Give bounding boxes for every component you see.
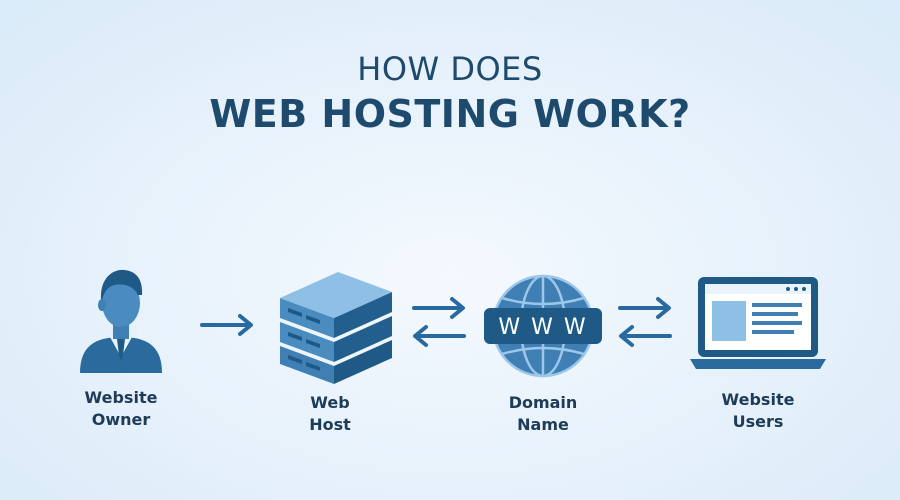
arrow-right-icon xyxy=(200,314,253,336)
globe-www-icon: W W W xyxy=(484,274,602,378)
title-line-2: WEB HOSTING WORK? xyxy=(209,92,691,136)
label-website-owner: Website Owner xyxy=(84,388,158,429)
laptop-icon xyxy=(690,277,826,369)
title-line-1: HOW DOES xyxy=(357,50,543,88)
www-text: W W W xyxy=(498,315,587,340)
swap-arrows-icon xyxy=(618,297,672,347)
label-website-users: Website Users xyxy=(721,390,795,431)
swap-arrows-icon xyxy=(412,297,466,347)
label-domain-name: Domain Name xyxy=(508,393,578,434)
label-web-host: Web Host xyxy=(309,393,351,434)
person-icon xyxy=(80,269,162,373)
server-icon xyxy=(280,272,392,384)
